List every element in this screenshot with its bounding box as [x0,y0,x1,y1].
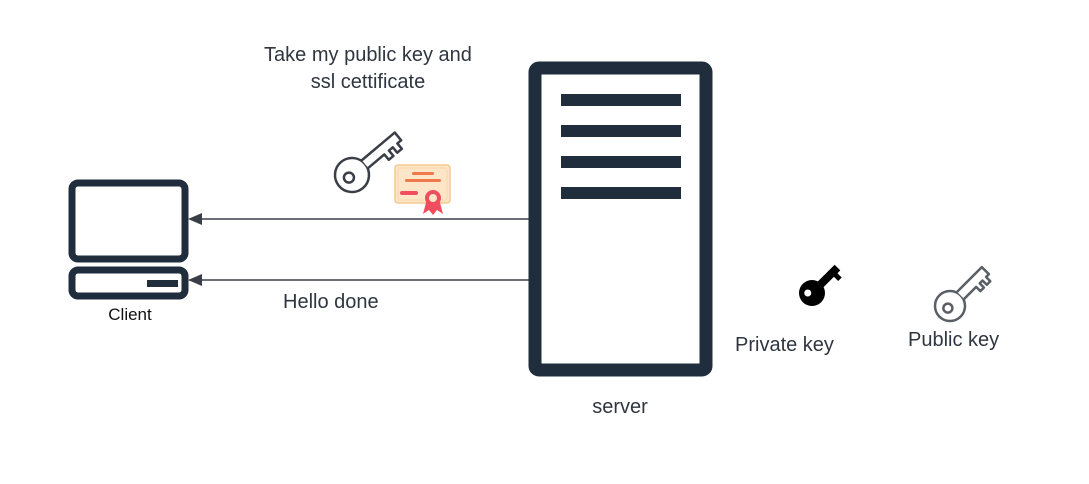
server-label: server [592,396,648,418]
public-key-icon [333,131,404,194]
private-key-icon [799,264,842,306]
message-line-1: Take my public key and [264,44,472,66]
message-public-key-and-certificate: Take my public key and ssl cettificate [238,42,498,96]
client-label: Client [108,305,152,324]
public-key-label: Public key [908,329,1000,351]
public-key-legend-icon [933,265,992,323]
certificate-icon [394,164,451,215]
message-hello-done: Hello done [283,291,379,313]
message-line-2: ssl cettificate [310,71,426,93]
server-icon [528,61,713,377]
client-computer-icon [68,179,189,300]
private-key-label: Private key [735,334,834,356]
